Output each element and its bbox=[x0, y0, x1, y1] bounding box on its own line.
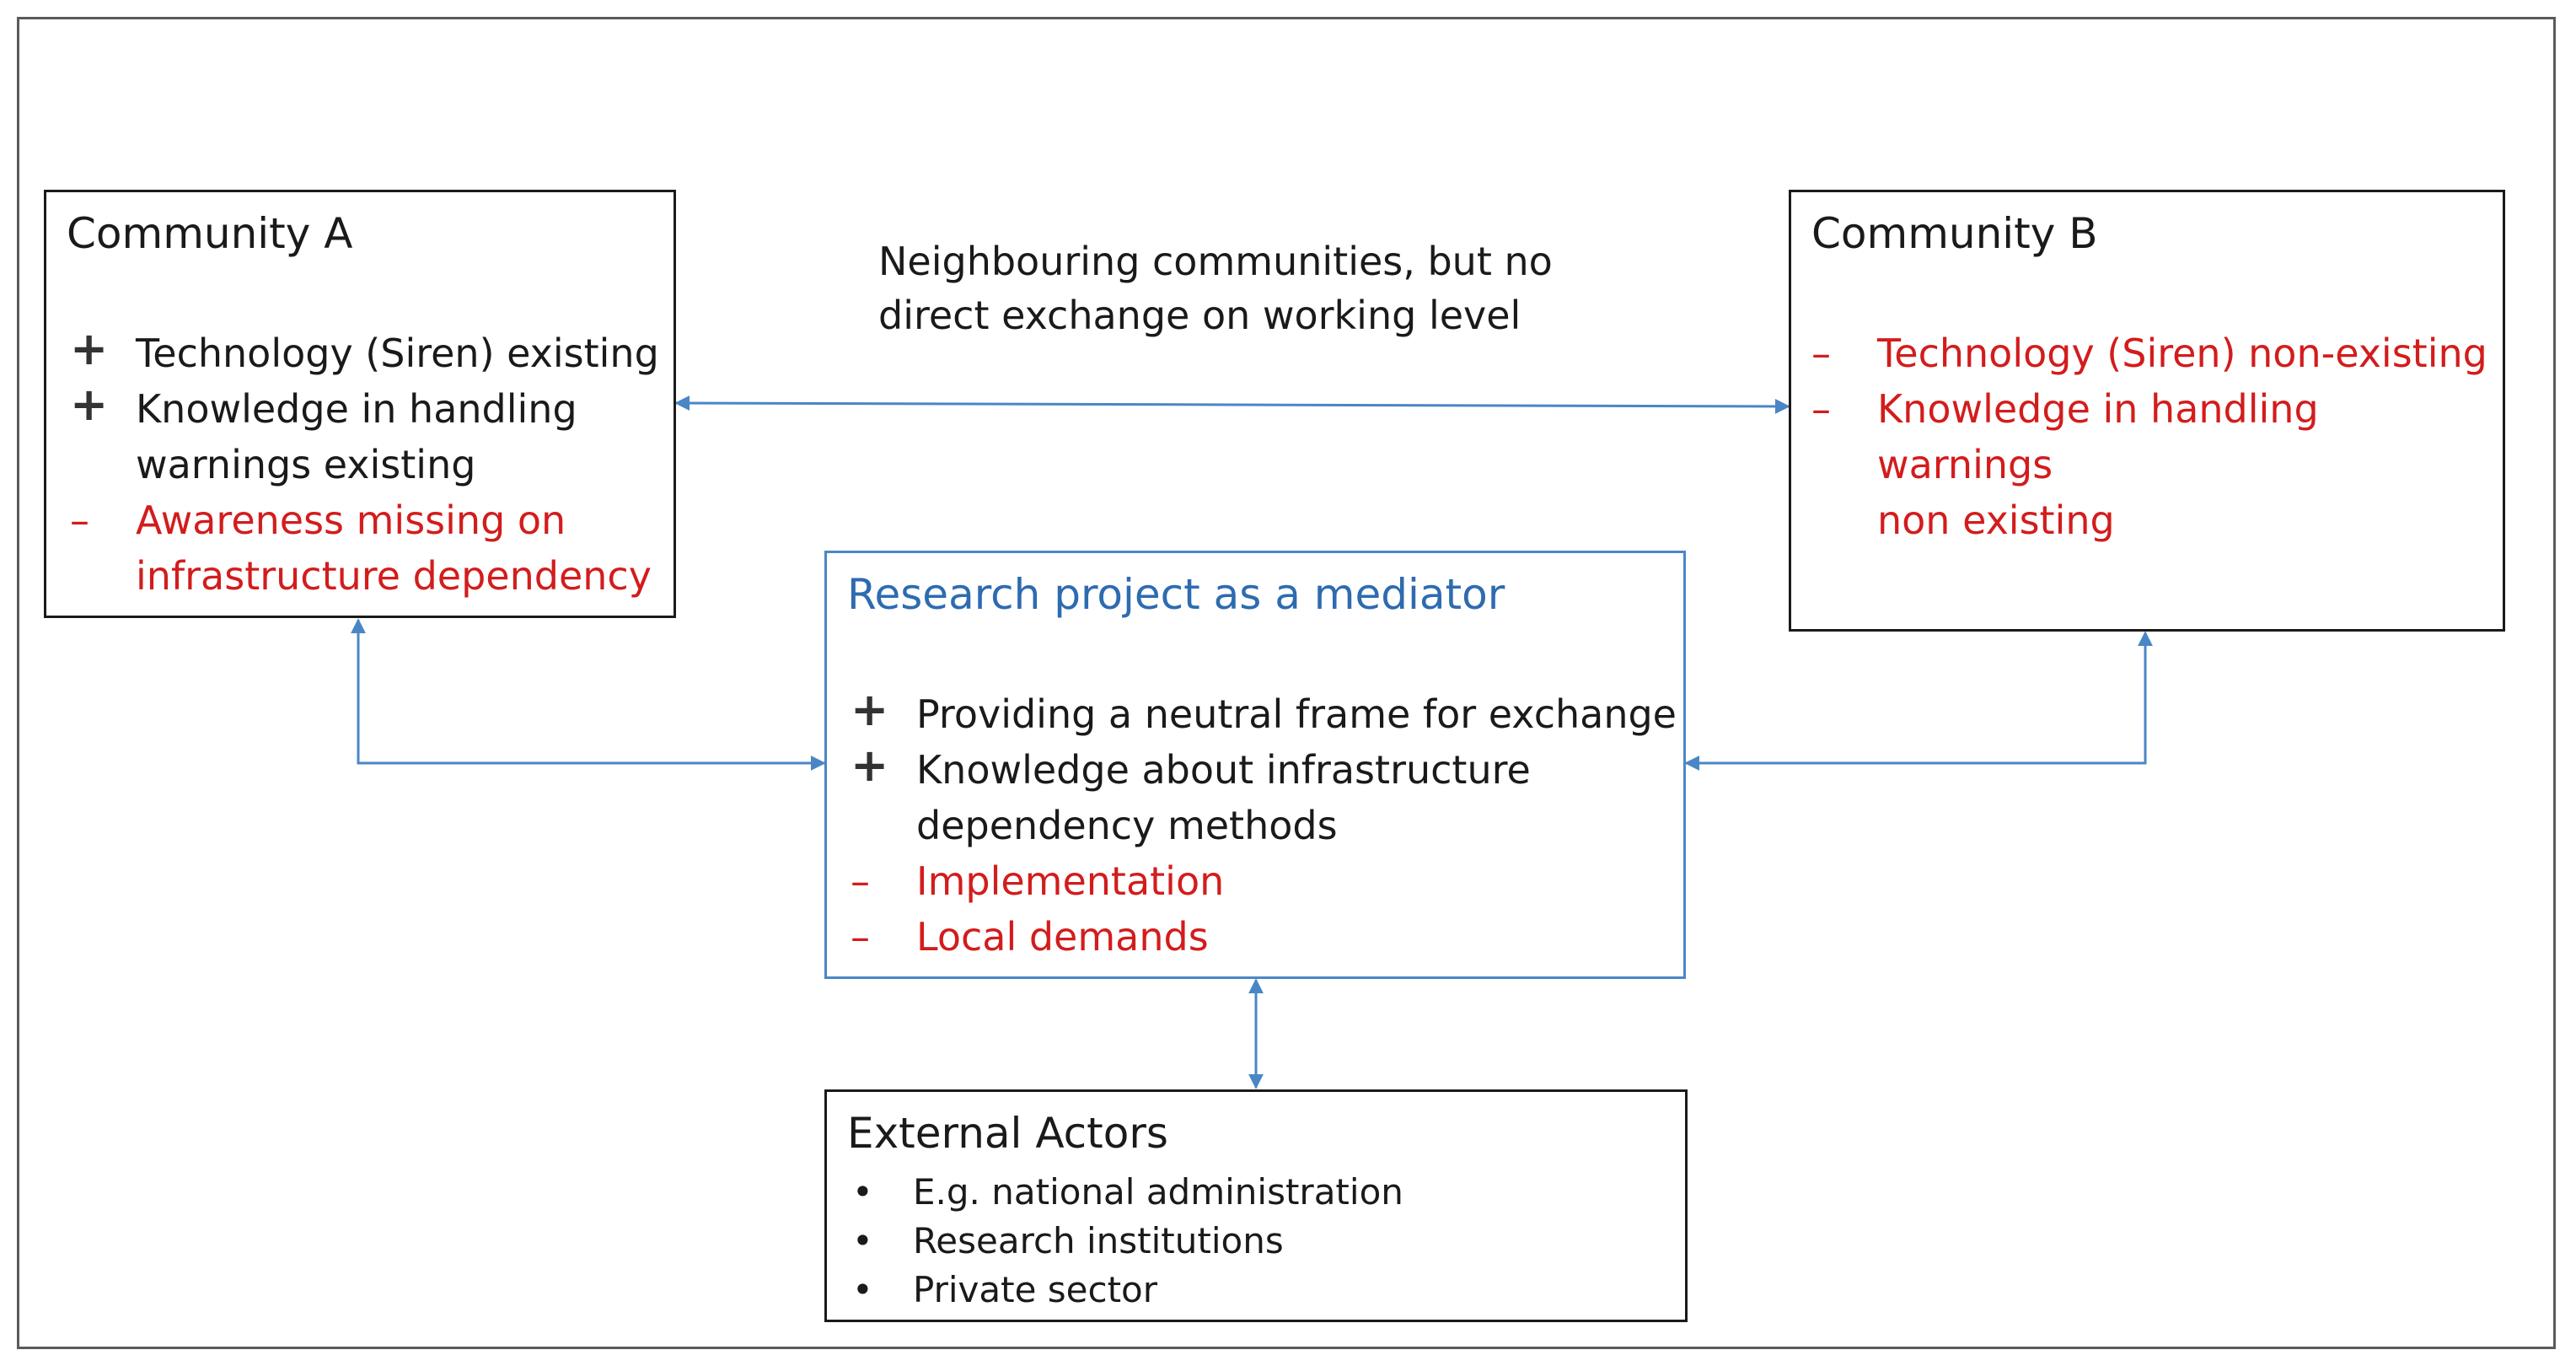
community-b-title: Community B bbox=[1811, 209, 2098, 258]
minus-icon: – bbox=[851, 858, 870, 904]
note-line: Neighbouring communities, but no bbox=[878, 239, 1553, 284]
community-a-item: + Technology (Siren) existing bbox=[70, 325, 677, 381]
external-actors-box: External Actors • E.g. national administ… bbox=[824, 1089, 1688, 1322]
community-b-box: Community B – Technology (Siren) non-exi… bbox=[1789, 190, 2505, 632]
neighbouring-note: Neighbouring communities, but no direct … bbox=[878, 234, 1553, 342]
community-a-title: Community A bbox=[67, 209, 353, 258]
item-text: Awareness missing on bbox=[136, 497, 566, 543]
item-text: warnings existing bbox=[136, 442, 476, 487]
minus-icon: – bbox=[70, 497, 89, 543]
plus-icon: + bbox=[851, 739, 889, 792]
item-text: infrastructure dependency bbox=[136, 553, 652, 599]
minus-icon: – bbox=[851, 914, 870, 960]
item-text: Knowledge in handling warnings bbox=[1877, 386, 2319, 487]
bullet-icon: • bbox=[852, 1269, 873, 1310]
community-b-list: – Technology (Siren) non-existing – Know… bbox=[1811, 325, 2503, 548]
community-a-item: – Awareness missing on infrastructure de… bbox=[70, 492, 677, 604]
external-actors-title: External Actors bbox=[847, 1109, 1168, 1158]
plus-icon: + bbox=[70, 322, 109, 375]
item-text: dependency methods bbox=[916, 803, 1338, 848]
external-actors-list: • E.g. national administration • Researc… bbox=[847, 1168, 1673, 1315]
plus-icon: + bbox=[70, 378, 109, 431]
item-text: Technology (Siren) non-existing bbox=[1877, 331, 2487, 376]
community-a-list: + Technology (Siren) existing + Knowledg… bbox=[70, 325, 677, 604]
community-a-item: + Knowledge in handling warnings existin… bbox=[70, 381, 677, 492]
community-b-item: – Technology (Siren) non-existing bbox=[1811, 325, 2503, 381]
mediator-item: + Providing a neutral frame for exchange bbox=[851, 686, 1685, 742]
plus-icon: + bbox=[851, 683, 889, 736]
connector-b-mediator bbox=[1684, 631, 2153, 771]
item-text: Local demands bbox=[916, 914, 1209, 960]
connector-a-mediator bbox=[351, 618, 826, 771]
minus-icon: – bbox=[1811, 386, 1831, 432]
item-text: E.g. national administration bbox=[913, 1171, 1403, 1213]
item-text: Research institutions bbox=[913, 1220, 1284, 1261]
bullet-icon: • bbox=[852, 1171, 873, 1213]
mediator-item: – Local demands bbox=[851, 909, 1685, 965]
item-text: non existing bbox=[1877, 497, 2115, 543]
item-text: Providing a neutral frame for exchange bbox=[916, 691, 1677, 737]
note-line: direct exchange on working level bbox=[878, 293, 1521, 338]
mediator-item: – Implementation bbox=[851, 853, 1685, 909]
external-actor-item: • Research institutions bbox=[847, 1217, 1673, 1266]
connector-a-b bbox=[674, 395, 1790, 414]
community-a-box: Community A + Technology (Siren) existin… bbox=[44, 190, 676, 618]
minus-icon: – bbox=[1811, 331, 1831, 376]
diagram-frame bbox=[17, 17, 2556, 1349]
community-b-item: – Knowledge in handling warnings non exi… bbox=[1811, 381, 2503, 548]
external-actor-item: • Private sector bbox=[847, 1266, 1673, 1315]
external-actor-item: • E.g. national administration bbox=[847, 1168, 1673, 1217]
mediator-box: Research project as a mediator + Providi… bbox=[824, 551, 1686, 979]
item-text: Knowledge in handling bbox=[136, 386, 577, 432]
item-text: Knowledge about infrastructure bbox=[916, 747, 1531, 793]
item-text: Technology (Siren) existing bbox=[136, 331, 659, 376]
mediator-list: + Providing a neutral frame for exchange… bbox=[851, 686, 1685, 965]
mediator-item: + Knowledge about infrastructure depende… bbox=[851, 742, 1685, 853]
item-text: Private sector bbox=[913, 1269, 1158, 1310]
item-text: Implementation bbox=[916, 858, 1225, 904]
mediator-title: Research project as a mediator bbox=[847, 570, 1505, 619]
bullet-icon: • bbox=[852, 1220, 873, 1261]
